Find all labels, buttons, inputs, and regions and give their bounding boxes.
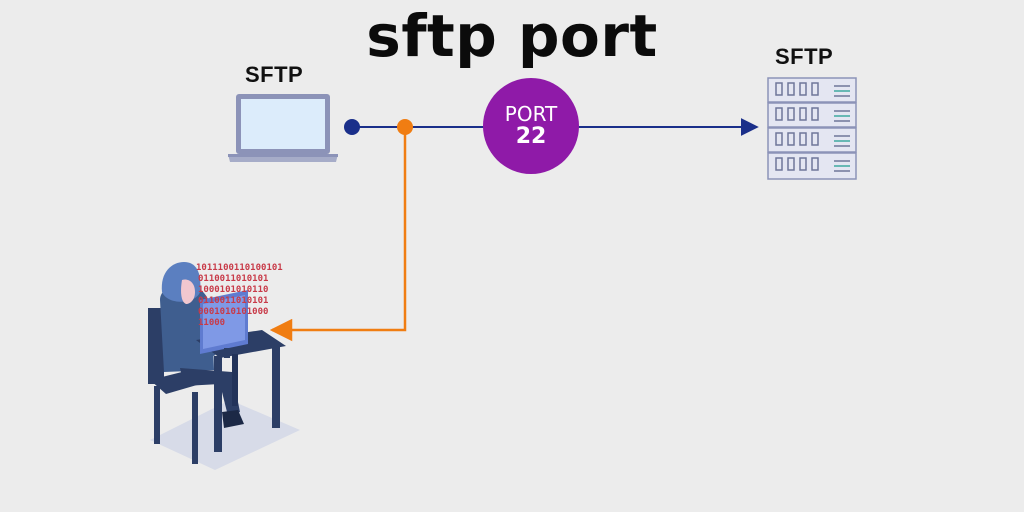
- port-badge: PORT 22: [483, 78, 579, 174]
- port-label: PORT: [504, 102, 558, 126]
- binary-line: 1000101010110: [198, 285, 268, 295]
- server-label: SFTP: [775, 44, 834, 69]
- intercept-line: [269, 127, 407, 342]
- binary-line: 0110011010101: [198, 274, 268, 284]
- binary-line: 0110011010101: [198, 296, 268, 306]
- server-rack-icon: [767, 77, 857, 180]
- binary-line: 11000: [198, 318, 225, 328]
- page-title: sftp port: [366, 2, 658, 70]
- binary-line: 1011100110100101: [196, 263, 283, 273]
- intercept-point-dot: [397, 119, 413, 135]
- client-label: SFTP: [245, 62, 304, 87]
- client-endpoint-dot: [344, 119, 360, 135]
- binary-line: 0001010101000: [198, 307, 268, 317]
- laptop-icon: [228, 94, 338, 162]
- port-number: 22: [515, 124, 547, 149]
- binary-stream: 1011100110100101 0110011010101 100010101…: [196, 263, 283, 328]
- hacker-at-desk-icon: 1011100110100101 0110011010101 100010101…: [148, 262, 300, 470]
